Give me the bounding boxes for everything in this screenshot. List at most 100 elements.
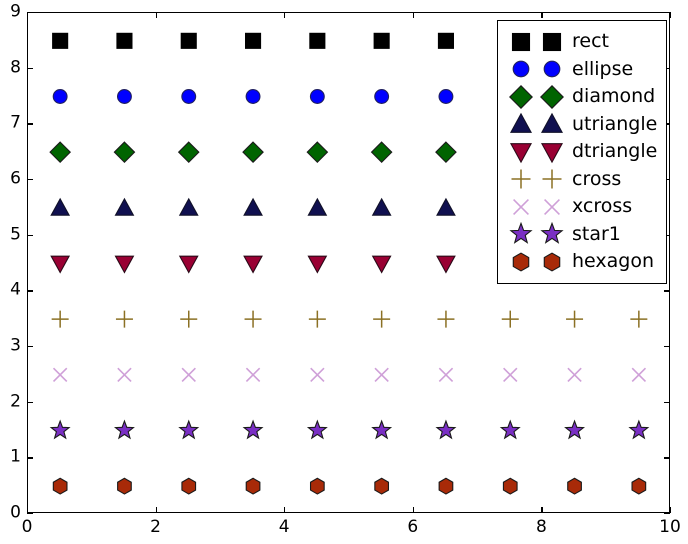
legend-marker-cross (511, 169, 530, 189)
y-tick-mark (27, 290, 33, 292)
y-tick-label-8: 8 (10, 57, 21, 78)
legend-handle-utriangle (505, 112, 567, 136)
legend-marker-hexagon (512, 252, 529, 272)
y-tick-mark-right (664, 12, 670, 14)
x-tick-mark (670, 507, 672, 513)
y-tick-mark (27, 457, 33, 459)
marker-cross (373, 310, 391, 328)
marker-star1 (435, 419, 457, 440)
marker-utriangle (178, 197, 199, 216)
marker-xcross (503, 367, 518, 383)
series-hexagon (52, 477, 647, 495)
legend-entry-rect[interactable]: rect (505, 28, 660, 56)
marker-cross (51, 310, 69, 328)
y-tick-mark-right (664, 234, 670, 236)
y-tick-mark-right (664, 67, 670, 69)
legend-handle-xcross (505, 195, 567, 219)
marker-hexagon (181, 477, 197, 495)
y-tick-mark (27, 179, 33, 181)
x-tick-mark-top (541, 12, 543, 18)
marker-rect (180, 32, 197, 49)
legend-marker-dtriangle (509, 142, 532, 163)
marker-hexagon (438, 477, 454, 495)
marker-dtriangle (243, 255, 263, 274)
legend-marker-star1 (508, 222, 533, 245)
legend-label-xcross: xcross (572, 195, 633, 218)
x-tick-mark (284, 507, 286, 513)
y-tick-label-1: 1 (10, 446, 21, 467)
marker-hexagon (502, 477, 518, 495)
marker-dtriangle (436, 255, 456, 274)
marker-rect (373, 32, 390, 49)
legend-marker-rect (511, 32, 530, 51)
x-tick-label-8: 8 (535, 517, 547, 537)
marker-cross (566, 310, 584, 328)
legend-marker-rect (542, 32, 561, 51)
marker-diamond (370, 141, 393, 164)
marker-ellipse (116, 89, 132, 104)
marker-diamond (177, 141, 200, 164)
legend-entry-ellipse[interactable]: ellipse (505, 56, 660, 84)
legend-marker-star1 (539, 222, 564, 245)
marker-diamond (242, 141, 264, 164)
marker-hexagon (567, 477, 582, 495)
marker-diamond (306, 141, 329, 164)
y-tick-mark-right (664, 123, 670, 125)
legend-entry-star1[interactable]: star1 (505, 221, 660, 249)
marker-ellipse (52, 89, 68, 104)
x-tick-label-6: 6 (407, 517, 419, 537)
y-tick-label-4: 4 (10, 279, 21, 300)
legend-handle-star1 (505, 222, 567, 246)
marker-xcross (567, 367, 582, 383)
y-tick-label-7: 7 (10, 112, 21, 133)
marker-utriangle (307, 197, 328, 216)
legend-handle-ellipse (505, 57, 567, 81)
x-tick-mark-top (284, 12, 286, 18)
marker-star1 (371, 419, 393, 440)
marker-rect (245, 32, 262, 49)
marker-star1 (49, 419, 71, 440)
legend-label-star1: star1 (572, 222, 621, 245)
marker-rect (437, 32, 455, 49)
x-tick-mark-top (27, 12, 29, 18)
legend-entry-utriangle[interactable]: utriangle (505, 111, 660, 139)
legend-marker-hexagon (543, 252, 560, 272)
legend-label-cross: cross (572, 167, 622, 190)
marker-rect (52, 32, 69, 49)
series-star1 (49, 419, 650, 440)
x-tick-mark-top (412, 12, 415, 18)
marker-diamond (49, 141, 72, 164)
legend-entry-dtriangle[interactable]: dtriangle (505, 138, 660, 166)
y-tick-label-5: 5 (10, 224, 21, 245)
marker-star1 (564, 419, 586, 440)
marker-hexagon (117, 477, 132, 495)
legend-entry-cross[interactable]: cross (505, 166, 660, 194)
marker-xcross (310, 367, 325, 383)
legend-entry-hexagon[interactable]: hexagon (505, 248, 660, 276)
x-tick-mark (155, 507, 157, 513)
marker-cross (180, 310, 198, 328)
marker-xcross (438, 367, 454, 383)
marker-xcross (117, 367, 132, 383)
marker-xcross (245, 367, 261, 383)
marker-hexagon (631, 477, 647, 495)
x-tick-mark (541, 507, 543, 513)
legend-handle-cross (505, 167, 567, 191)
marker-utriangle (50, 197, 71, 216)
legend-entry-xcross[interactable]: xcross (505, 193, 660, 221)
x-tick-mark-top (155, 12, 157, 18)
marker-xcross (52, 367, 68, 383)
y-tick-label-2: 2 (10, 391, 21, 412)
marker-dtriangle (307, 255, 328, 274)
marker-hexagon (245, 477, 261, 495)
legend-marker-diamond (508, 84, 533, 109)
y-tick-label-9: 9 (10, 1, 21, 22)
marker-ellipse (374, 89, 390, 104)
legend-marker-xcross (543, 198, 560, 215)
legend-entry-diamond[interactable]: diamond (505, 83, 660, 111)
legend-label-dtriangle: dtriangle (572, 140, 658, 163)
marker-utriangle (243, 197, 263, 216)
legend-handle-diamond (505, 84, 567, 109)
y-tick-mark-right (664, 346, 670, 348)
